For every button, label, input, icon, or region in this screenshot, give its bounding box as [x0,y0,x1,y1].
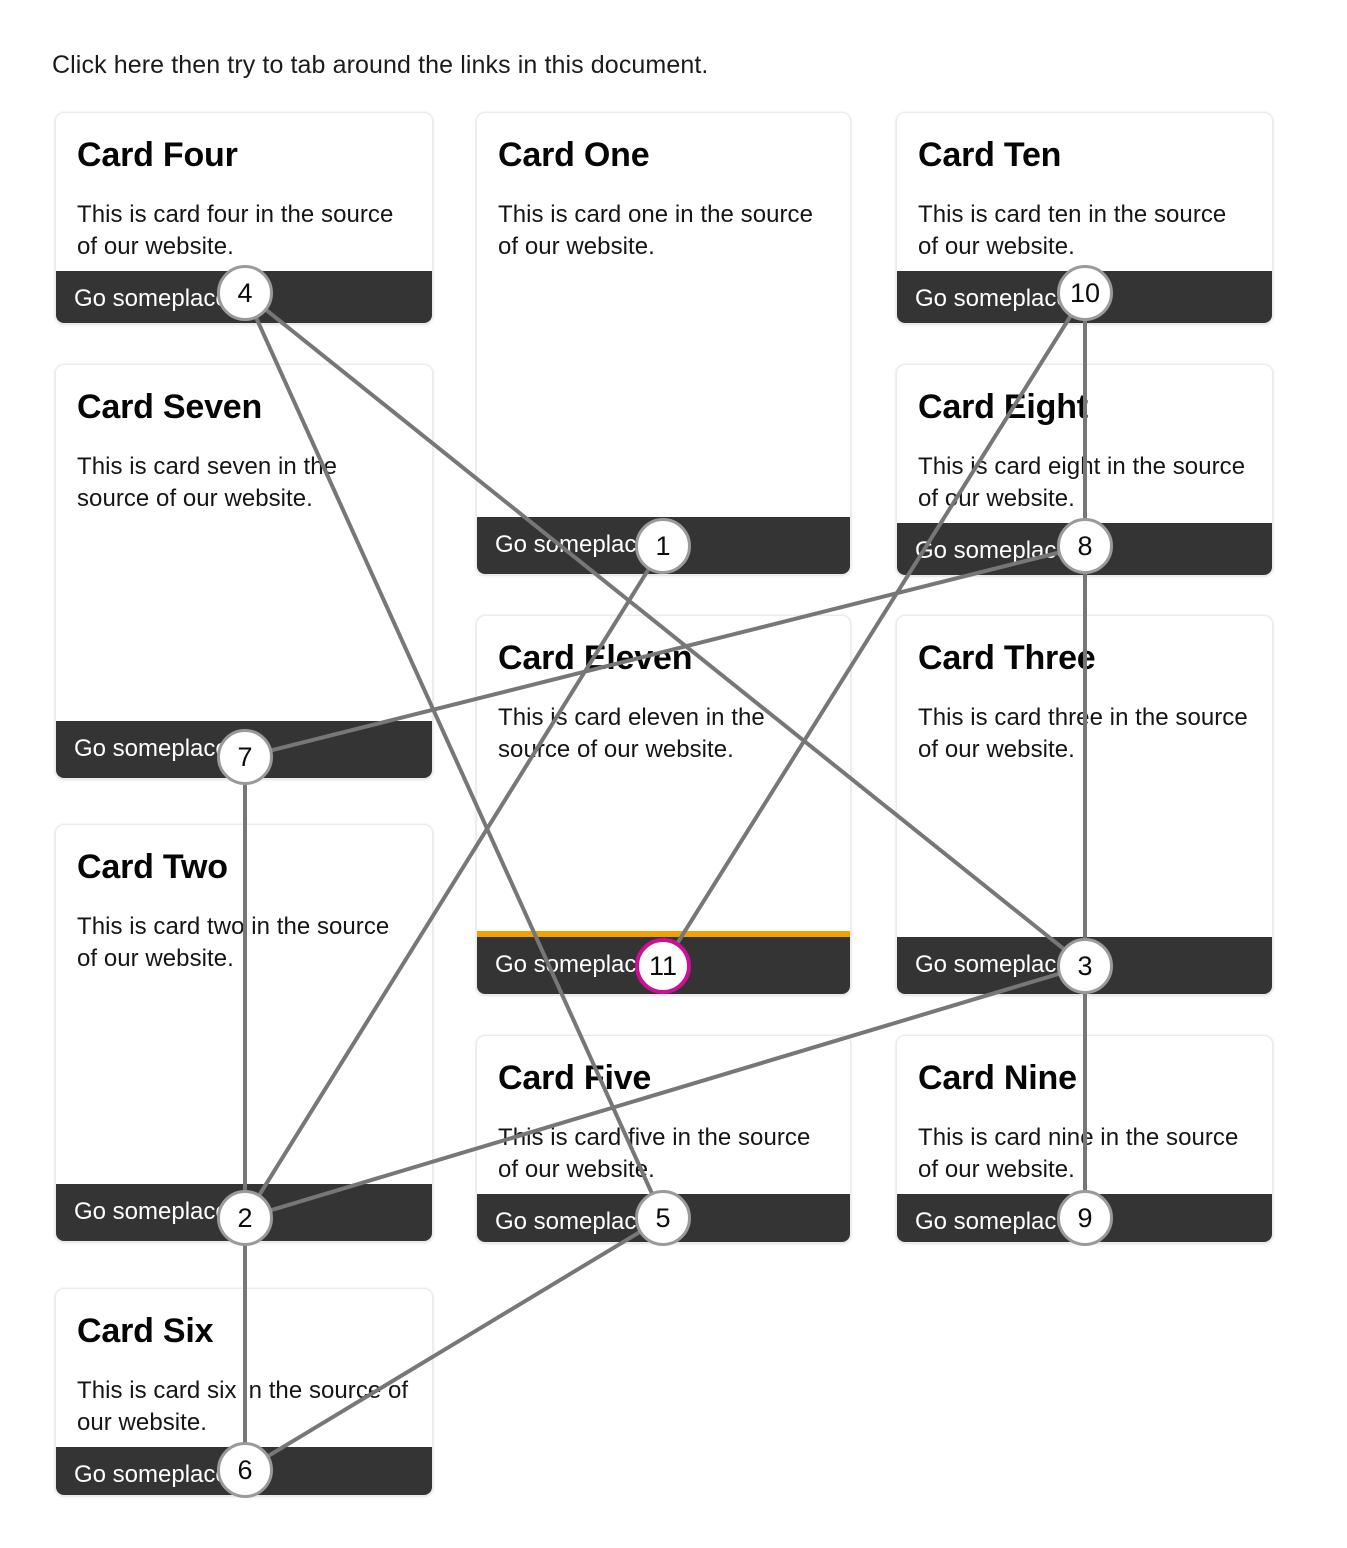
card-seven-title: Card Seven [77,388,263,426]
card-seven-text: This is card seven in the source of our … [77,453,338,512]
card-eight-title: Card Eight [918,388,1088,426]
tab-order-badge-10: 10 [1057,265,1113,321]
card-ten-body: Card Ten This is card ten in the source … [897,113,1272,271]
card-seven-body: Card Seven This is card seven in the sou… [56,365,432,721]
card-eleven-body: Card Eleven This is card eleven in the s… [477,616,850,937]
card-five-title: Card Five [498,1059,652,1097]
card-eight-text: This is card eight in the source of our … [918,453,1246,512]
card-five-body: Card Five This is card five in the sourc… [477,1036,850,1194]
card-seven: Card Seven This is card seven in the sou… [55,364,433,779]
card-ten-text: This is card ten in the source of our we… [918,201,1227,260]
card-nine-title: Card Nine [918,1059,1077,1097]
tab-order-badge-2: 2 [217,1190,273,1246]
card-four: Card Four This is card four in the sourc… [55,112,433,324]
card-four-title: Card Four [77,136,238,174]
card-one: Card One This is card one in the source … [476,112,851,575]
tab-order-badge-3: 3 [1057,938,1113,994]
card-one-text: This is card one in the source of our we… [498,201,813,260]
card-two-text: This is card two in the source of our we… [77,913,390,972]
tab-order-badge-6: 6 [217,1442,273,1498]
tab-order-badge-8: 8 [1057,518,1113,574]
card-six-title: Card Six [77,1312,214,1350]
card-three-body: Card Three This is card three in the sou… [897,616,1272,937]
card-nine-body: Card Nine This is card nine in the sourc… [897,1036,1272,1194]
card-three-text: This is card three in the source of our … [918,704,1248,763]
card-nine-text: This is card nine in the source of our w… [918,1124,1239,1183]
card-eight-body: Card Eight This is card eight in the sou… [897,365,1272,523]
card-six-body: Card Six This is card six in the source … [56,1289,432,1447]
card-eleven-title: Card Eleven [498,639,693,677]
card-eleven-text: This is card eleven in the source of our… [498,704,765,763]
card-four-body: Card Four This is card four in the sourc… [56,113,432,271]
intro-instruction-text: Click here then try to tab around the li… [52,51,709,79]
card-two: Card Two This is card two in the source … [55,824,433,1242]
card-ten-title: Card Ten [918,136,1062,174]
card-six-text: This is card six in the source of our we… [77,1377,409,1436]
card-one-body: Card One This is card one in the source … [477,113,850,517]
tab-order-badge-1: 1 [635,518,691,574]
tab-order-badge-11: 11 [635,938,691,994]
card-two-body: Card Two This is card two in the source … [56,825,432,1184]
card-five-text: This is card five in the source of our w… [498,1124,811,1183]
tab-order-badge-9: 9 [1057,1190,1113,1246]
tab-order-badge-5: 5 [635,1190,691,1246]
tab-order-badge-4: 4 [217,265,273,321]
card-two-title: Card Two [77,848,228,886]
tab-order-badge-7: 7 [217,729,273,785]
card-three-title: Card Three [918,639,1096,677]
card-one-title: Card One [498,136,650,174]
card-four-text: This is card four in the source of our w… [77,201,394,260]
